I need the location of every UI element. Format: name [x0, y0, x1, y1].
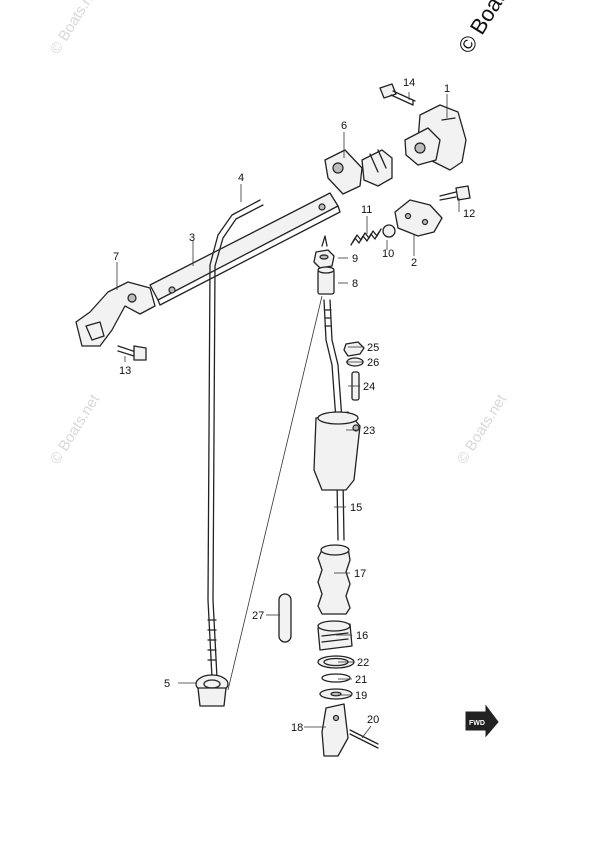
callout-12: 12	[463, 208, 475, 220]
callout-14: 14	[403, 77, 415, 89]
part-17-boot	[317, 544, 351, 615]
callout-2: 2	[411, 257, 417, 269]
callout-23: 23	[363, 425, 375, 437]
part-1-cam-housing	[404, 104, 467, 171]
callout-20: 20	[367, 714, 379, 726]
part-2-bracket-plate	[394, 199, 443, 237]
callout-7: 7	[113, 251, 119, 263]
watermark-mid-left: © Boats.net	[47, 391, 104, 467]
callout-13: 13	[119, 365, 131, 377]
part-4-shift-rod	[207, 199, 264, 679]
part-5-grommet	[195, 674, 229, 707]
callout-17: 17	[354, 568, 366, 580]
callout-16: 16	[356, 630, 368, 642]
callout-5: 5	[164, 678, 170, 690]
svg-text:FWD: FWD	[469, 720, 485, 727]
callout-4: 4	[238, 172, 244, 184]
part-21-o-ring	[321, 673, 351, 683]
part-11-spring	[350, 228, 382, 246]
watermark-mid-right: © Boats.net	[454, 391, 511, 467]
part-12-bolt	[439, 185, 471, 201]
callout-21: 21	[355, 674, 367, 686]
callout-22: 22	[357, 657, 369, 669]
part-14-bolt	[379, 83, 416, 106]
part-19-washer	[319, 688, 353, 700]
callout-26: 26	[367, 357, 379, 369]
callout-19: 19	[355, 690, 367, 702]
part-10-ball	[382, 224, 396, 238]
fwd-arrow-icon: FWD	[465, 704, 499, 738]
callout-3: 3	[189, 232, 195, 244]
leader-lines	[116, 92, 460, 739]
part-27-pin	[278, 593, 292, 643]
callout-10: 10	[382, 248, 394, 260]
part-9-nut	[313, 235, 335, 269]
callout-labels: 1 14 6 4 3 7 13 12 11 10 2 9 8 25 26 24 …	[113, 77, 475, 734]
callout-25: 25	[367, 342, 379, 354]
callout-8: 8	[352, 278, 358, 290]
part-20-pin	[349, 729, 379, 749]
callout-1: 1	[444, 83, 450, 95]
part-23-rod-guide	[313, 411, 361, 491]
callout-6: 6	[341, 120, 347, 132]
part-6-cam-block	[324, 149, 393, 195]
part-8-sleeve	[317, 266, 335, 295]
part-25-nut	[343, 341, 365, 357]
callout-27: 27	[252, 610, 264, 622]
watermark-top-left: © Boats.net	[47, 0, 104, 57]
part-16-seal-collar	[317, 620, 353, 651]
part-18-rod-fork	[321, 703, 349, 757]
callout-15: 15	[350, 502, 362, 514]
watermark-corner: © Boats	[453, 0, 516, 58]
part-13-bolt	[117, 345, 147, 361]
part-7-lever	[75, 281, 156, 347]
part-3-shift-shaft	[149, 192, 341, 306]
callout-11: 11	[361, 204, 372, 216]
callout-9: 9	[352, 253, 358, 265]
callout-24: 24	[363, 381, 375, 393]
callout-18: 18	[291, 722, 303, 734]
assembly-line	[227, 295, 323, 691]
